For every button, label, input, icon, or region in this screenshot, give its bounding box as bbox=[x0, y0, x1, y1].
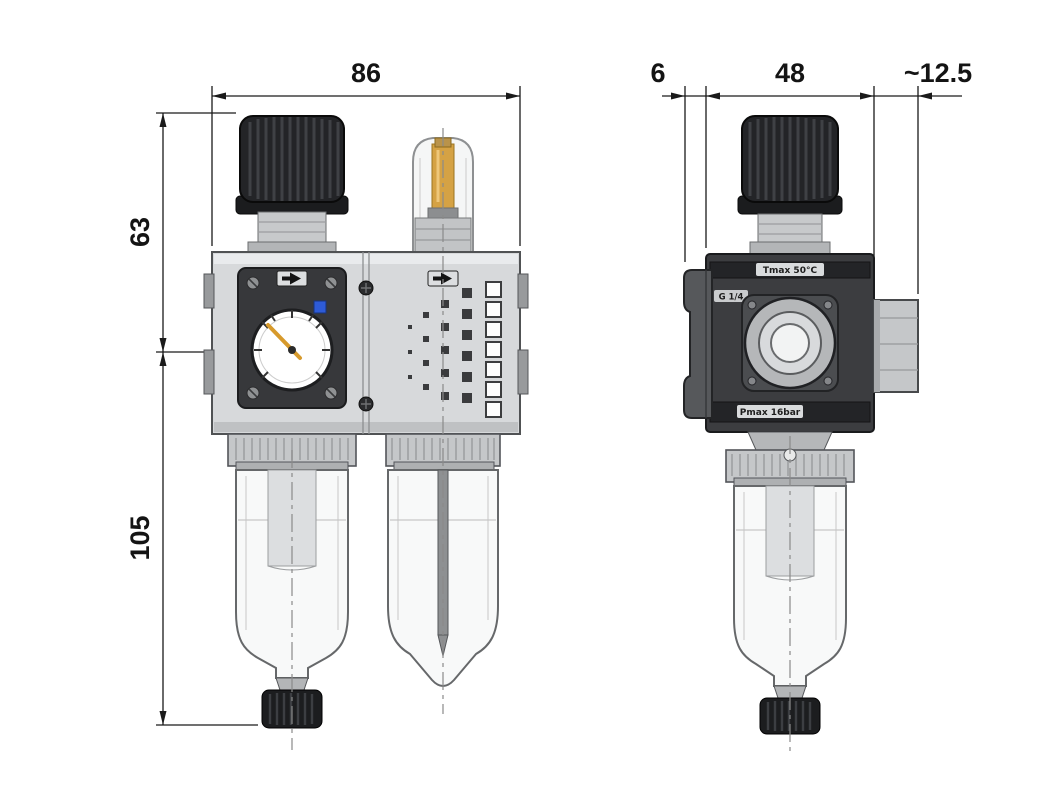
mounting-tab bbox=[203, 349, 215, 395]
centerlines bbox=[291, 128, 791, 752]
front-view bbox=[203, 115, 529, 729]
dimension-labels: 86 63 105 6 48 ~12.5 bbox=[125, 58, 972, 561]
side-body: Tmax 50°C Pmax 16bar G 1/4 bbox=[705, 253, 875, 433]
side-port-block bbox=[873, 299, 919, 393]
port-plate bbox=[714, 290, 748, 302]
filter-element-side bbox=[765, 485, 815, 577]
mounting-tab bbox=[517, 273, 529, 309]
side-view: Tmax 50°C Pmax 16bar G 1/4 bbox=[683, 115, 919, 735]
rating-label: Pmax 16bar bbox=[740, 408, 801, 418]
side-regulator-knob bbox=[737, 115, 843, 215]
dimension-arrowheads bbox=[159, 92, 932, 725]
front-knob-neck bbox=[247, 211, 337, 255]
gauge-ticks bbox=[254, 310, 330, 379]
flow-arrow-icon bbox=[282, 272, 301, 285]
dim-side-port-depth: ~12.5 bbox=[904, 58, 972, 88]
dim-side-bracket-offset: 6 bbox=[650, 58, 665, 88]
lubricator-face bbox=[408, 270, 502, 418]
port-label: G 1/4 bbox=[719, 293, 744, 303]
port-opening bbox=[770, 323, 810, 363]
dim-front-upper-height: 63 bbox=[125, 217, 155, 247]
ext-line bbox=[156, 112, 258, 726]
front-regulator-knob bbox=[235, 115, 349, 215]
side-knob-neck bbox=[749, 213, 831, 255]
gauge-hub bbox=[288, 346, 296, 354]
tmax-label: Tmax 50°C bbox=[763, 266, 818, 276]
flow-arrow-icon bbox=[433, 272, 452, 285]
mounting-tab bbox=[517, 349, 529, 395]
dim-front-width: 86 bbox=[351, 58, 381, 88]
rating-plate bbox=[737, 405, 803, 418]
tmax-plate bbox=[756, 263, 824, 276]
mounting-bracket bbox=[683, 269, 713, 419]
dim-front-lower-height: 105 bbox=[125, 515, 155, 560]
ext-line bbox=[684, 86, 919, 294]
pressure-gauge bbox=[250, 308, 334, 392]
mounting-tab bbox=[203, 273, 215, 309]
blue-marker bbox=[313, 300, 327, 314]
dim-side-body-width: 48 bbox=[775, 58, 805, 88]
sight-window-pattern bbox=[408, 281, 502, 418]
